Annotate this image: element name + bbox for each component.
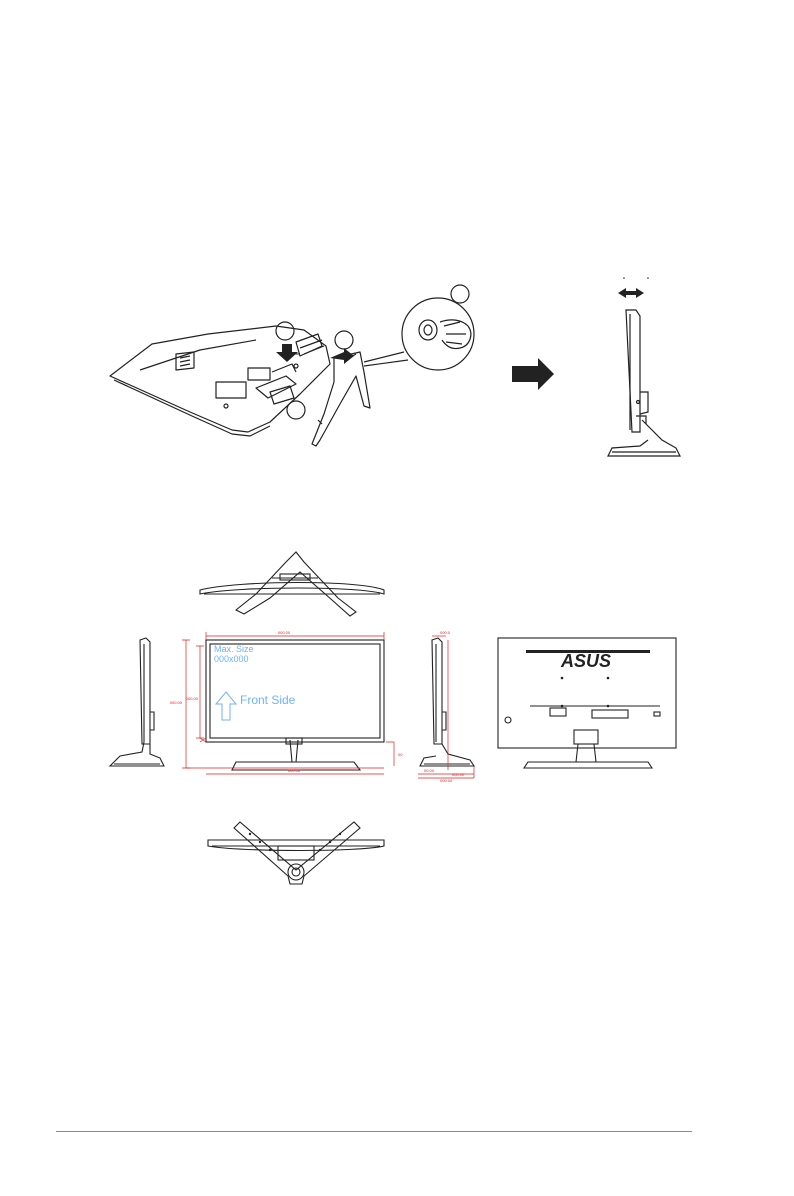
bottom-view	[207, 821, 385, 885]
asus-logo: ASUS	[560, 651, 611, 671]
hinge-assembly	[269, 333, 325, 405]
up-arrow-icon	[214, 691, 238, 721]
front-note-line1: Max. Size	[214, 644, 254, 654]
svg-text:000.00: 000.00	[288, 768, 301, 773]
push-arrow-icon	[330, 348, 354, 364]
svg-text:000.00: 000.00	[186, 696, 199, 701]
front-view: 000.00 000.00 000.00 000.00 00 Max. Size…	[170, 630, 403, 775]
right-block-arrow-icon	[512, 358, 554, 390]
front-side-label: Front Side	[240, 693, 296, 707]
left-side-view	[108, 637, 165, 767]
rear-view: ASUS	[497, 637, 677, 769]
svg-text:00.00: 00.00	[424, 768, 435, 773]
svg-text:000.00: 000.00	[452, 772, 465, 777]
front-note-line2: 000x000	[214, 654, 249, 664]
svg-text:000.00: 000.00	[440, 778, 453, 783]
thumbscrew-detail	[418, 319, 472, 350]
zoom-detail-circle	[401, 297, 475, 371]
right-side-view: 000.0 00.00 000.00 000.00	[418, 630, 476, 783]
svg-text:00: 00	[398, 752, 403, 757]
step-marker-1	[275, 321, 295, 341]
step-marker-3	[286, 400, 306, 420]
svg-text:000.0: 000.0	[440, 630, 451, 635]
tilt-side-view	[607, 309, 681, 457]
top-plan-view	[199, 551, 385, 617]
step-marker-4	[450, 284, 470, 304]
rear-vent-strip	[526, 650, 650, 653]
svg-text:000.00: 000.00	[278, 630, 291, 635]
footer-rule	[56, 1131, 692, 1132]
down-arrow-icon	[276, 344, 298, 362]
monitor-face-down	[109, 325, 331, 437]
double-arrow-icon	[618, 277, 649, 298]
svg-text:000.00: 000.00	[170, 700, 183, 705]
